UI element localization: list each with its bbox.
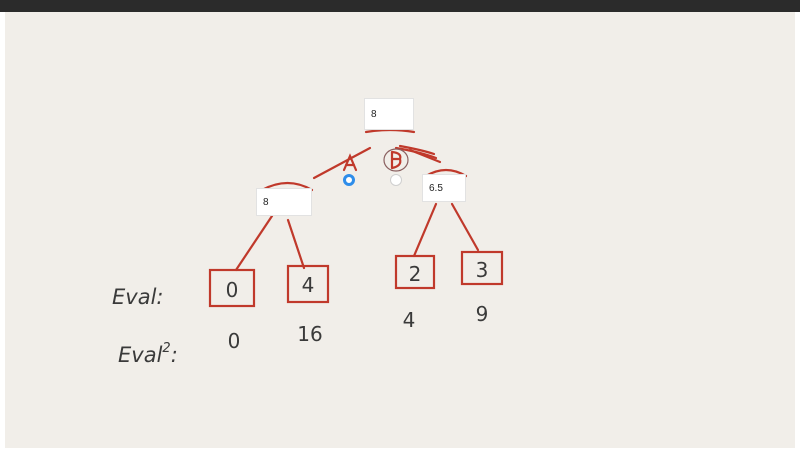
- branch-b-scribble: [394, 144, 438, 160]
- left-node-mark: [260, 181, 314, 192]
- root-value-input[interactable]: 8: [364, 98, 414, 130]
- leaf-box-0: [208, 268, 256, 308]
- branch-right-2: [412, 202, 438, 258]
- leaf-squared-4: 4: [403, 308, 416, 332]
- right-value-input[interactable]: 6.5: [422, 174, 466, 202]
- branch-left-4: [286, 218, 306, 270]
- leaf-box-3: [460, 250, 504, 286]
- leaf-box-2: [394, 254, 436, 290]
- leaf-eval-2: 2: [409, 262, 422, 286]
- letter-b-drawing: [390, 150, 402, 170]
- leaf-box-4: [286, 264, 330, 304]
- top-bar: [0, 0, 800, 12]
- leaf-eval-0: 0: [226, 278, 239, 302]
- leaf-eval-3: 3: [476, 258, 489, 282]
- option-a-radio[interactable]: [343, 174, 355, 186]
- leaf-eval-4: 4: [302, 273, 315, 297]
- paper-background: [5, 12, 795, 448]
- option-b-radio[interactable]: [390, 174, 402, 186]
- label-eval: Eval:: [112, 285, 163, 309]
- root-node-mark: [364, 128, 416, 134]
- branch-left-0: [234, 214, 274, 272]
- letter-a-drawing: [342, 153, 358, 172]
- leaf-squared-9: 9: [476, 302, 489, 326]
- branch-right-3: [450, 202, 480, 252]
- leaf-squared-0: 0: [228, 329, 241, 353]
- leaf-squared-16: 16: [297, 322, 322, 346]
- branch-a: [312, 146, 372, 180]
- label-eval-squared: Eval2:: [118, 341, 178, 367]
- left-value-input[interactable]: 8: [256, 188, 312, 216]
- circle-b-drawing: [383, 148, 409, 172]
